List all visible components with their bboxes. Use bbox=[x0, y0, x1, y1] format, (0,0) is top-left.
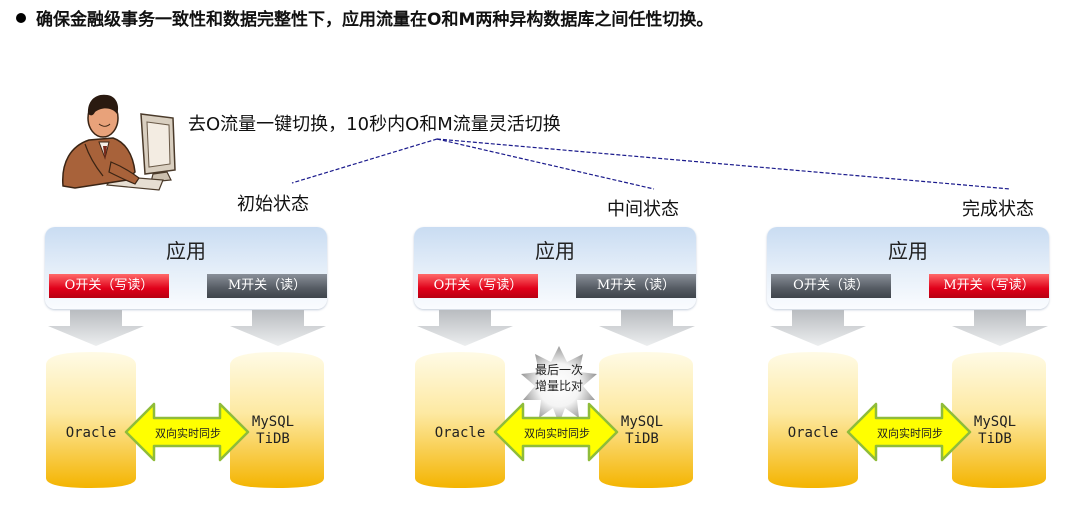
app-box-complete: 应用 O开关（读） M开关（写读） bbox=[767, 227, 1049, 309]
down-arrow-right bbox=[230, 310, 326, 346]
mysql-tidb-label: MySQL TiDB bbox=[620, 414, 664, 447]
mysql-tidb-label: MySQL TiDB bbox=[973, 414, 1017, 447]
state-title-middle: 中间状态 bbox=[607, 199, 679, 220]
connector-complete bbox=[436, 138, 1011, 190]
mysql-cylinder bbox=[599, 352, 693, 488]
oracle-label: Oracle bbox=[65, 425, 117, 441]
diagram-complete bbox=[768, 310, 1048, 488]
connector-initial bbox=[291, 138, 438, 184]
bullet-text: 确保金融级事务一致性和数据完整性下，应用流量在O和M两种异构数据库之间任性切换。 bbox=[36, 10, 714, 30]
sync-arrow bbox=[493, 402, 619, 462]
down-arrow-right bbox=[599, 310, 695, 346]
burst-label: 最后一次 增量比对 bbox=[534, 363, 583, 393]
app-label: 应用 bbox=[166, 239, 206, 263]
sync-arrow bbox=[124, 402, 250, 462]
o-switch-initial[interactable]: O开关（写读） bbox=[49, 274, 169, 298]
mysql-cylinder bbox=[230, 352, 324, 488]
state-title-initial: 初始状态 bbox=[237, 194, 309, 215]
sync-label: 双向实时同步 bbox=[524, 427, 590, 440]
m-switch-initial[interactable]: M开关（读） bbox=[207, 274, 327, 298]
sync-label: 双向实时同步 bbox=[877, 427, 943, 440]
diagram-middle bbox=[415, 310, 695, 488]
down-arrow-left bbox=[48, 310, 144, 346]
switch-instruction-text: 去O流量一键切换，10秒内O和M流量灵活切换 bbox=[188, 114, 561, 135]
down-arrow-right bbox=[952, 310, 1048, 346]
sync-label: 双向实时同步 bbox=[155, 427, 221, 440]
app-box-middle: 应用 O开关（写读） M开关（读） bbox=[414, 227, 696, 309]
sync-arrow bbox=[846, 402, 972, 462]
oracle-cylinder bbox=[768, 352, 858, 488]
bullet-dot bbox=[16, 13, 26, 23]
oracle-cylinder bbox=[46, 352, 136, 488]
operator-at-computer-icon bbox=[62, 94, 176, 191]
oracle-label: Oracle bbox=[434, 425, 486, 441]
oracle-cylinder bbox=[415, 352, 505, 488]
o-switch-complete[interactable]: O开关（读） bbox=[771, 274, 891, 298]
m-switch-complete[interactable]: M开关（写读） bbox=[929, 274, 1049, 298]
mysql-tidb-label: MySQL TiDB bbox=[251, 414, 295, 447]
connector-middle bbox=[436, 138, 655, 190]
starburst-shape bbox=[521, 346, 597, 424]
app-box-initial: 应用 O开关（写读） M开关（读） bbox=[45, 227, 327, 309]
state-title-complete: 完成状态 bbox=[962, 199, 1034, 220]
down-arrow-left bbox=[770, 310, 866, 346]
o-switch-middle[interactable]: O开关（写读） bbox=[418, 274, 538, 298]
mysql-cylinder bbox=[952, 352, 1046, 488]
app-label: 应用 bbox=[888, 239, 928, 263]
down-arrow-left bbox=[417, 310, 513, 346]
app-label: 应用 bbox=[535, 239, 575, 263]
oracle-label: Oracle bbox=[787, 425, 839, 441]
m-switch-middle[interactable]: M开关（读） bbox=[576, 274, 696, 298]
diagram-initial bbox=[46, 310, 326, 488]
